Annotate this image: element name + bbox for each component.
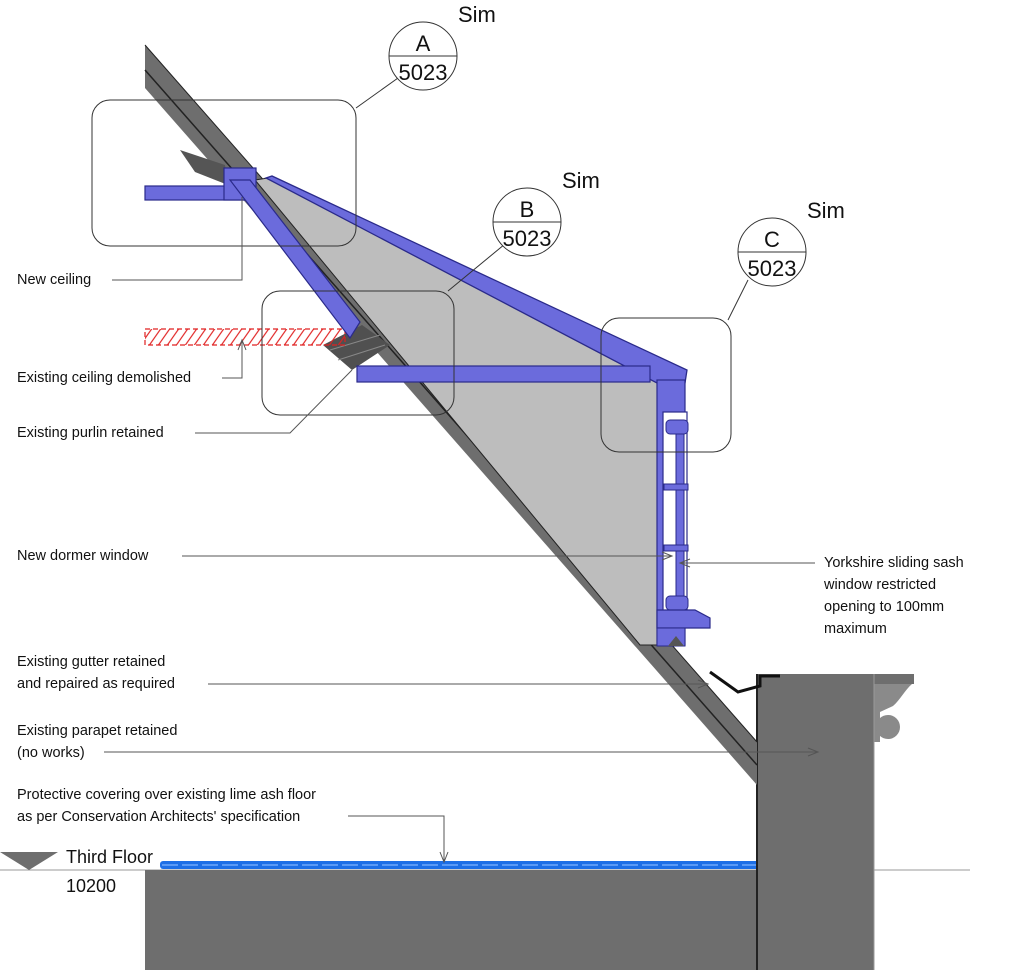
window-sill (656, 609, 711, 629)
section-mark-a-sim: Sim (458, 2, 496, 27)
dormer-roof (264, 175, 688, 384)
arrow-floor-covering (439, 851, 449, 864)
section-mark-c-sheet: 5023 (748, 256, 797, 281)
section-mark-b-sim: Sim (562, 168, 600, 193)
note-new-dormer-window: New dormer window (17, 548, 149, 564)
level-elevation: 10200 (66, 876, 116, 896)
note-new-ceiling: New ceiling (17, 272, 92, 288)
purlin-grain (337, 344, 386, 361)
note-gutter: Existing gutter retained and repaired as… (17, 654, 175, 692)
arrow-dormer-window (661, 551, 674, 561)
level-name: Third Floor (66, 847, 153, 867)
new-ceiling-sloped (228, 179, 361, 340)
arrow-parapet (807, 747, 820, 757)
callout-box-c (600, 317, 732, 453)
leader-floor-covering (348, 815, 445, 862)
leader-callout-b (447, 243, 506, 292)
callout-box-b (261, 290, 455, 416)
existing-rafter-bracket (180, 150, 228, 185)
existing-gutter (709, 670, 780, 694)
arrow-ceiling-demolished (237, 338, 247, 351)
note-sash-window: Yorkshire sliding sash window restricted… (824, 555, 964, 637)
note-parapet: Existing parapet retained (no works) (17, 723, 178, 761)
section-mark-a-letter: A (416, 31, 431, 56)
leader-callout-a (355, 77, 399, 109)
leader-ceiling-demolished (222, 340, 243, 379)
demolished-ceiling (144, 328, 346, 346)
parapet-cornice-bead (876, 715, 900, 739)
parapet-cornice (874, 684, 912, 742)
section-mark-b-letter: B (520, 197, 535, 222)
callout-box-a (91, 99, 357, 247)
section-mark-a-sheet: 5023 (399, 60, 448, 85)
section-mark-b[interactable]: B 5023 (492, 187, 562, 257)
note-purlin-retained: Existing purlin retained (17, 425, 164, 441)
leader-purlin (195, 369, 353, 434)
sash-window-bottom-rail (665, 595, 689, 611)
existing-parapet-wall (757, 674, 874, 970)
existing-purlin (323, 325, 390, 370)
section-mark-a[interactable]: A 5023 (388, 21, 458, 91)
note-floor-covering: Protective covering over existing lime a… (17, 787, 316, 825)
leader-callout-c (727, 279, 749, 321)
arrow-gutter (697, 679, 710, 689)
arrow-sash-window (678, 558, 691, 568)
sash-window-head (665, 419, 689, 435)
sash-meeting-rail-lower (663, 544, 689, 552)
dormer-cheek (254, 177, 687, 646)
section-mark-c-letter: C (764, 227, 780, 252)
dormer-base-flashing (668, 636, 684, 646)
new-ceiling-lower (356, 365, 651, 383)
existing-floor-slab (145, 870, 757, 970)
section-mark-b-sheet: 5023 (503, 226, 552, 251)
note-ceiling-demolished: Existing ceiling demolished (17, 370, 192, 386)
sash-meeting-rail (663, 483, 689, 491)
section-mark-c-sim: Sim (807, 198, 845, 223)
leader-new-ceiling (112, 197, 243, 281)
level-marker-triangle (0, 852, 58, 870)
parapet-coping (874, 674, 914, 684)
purlin-grain (329, 334, 381, 351)
section-mark-c[interactable]: C 5023 (737, 217, 807, 287)
